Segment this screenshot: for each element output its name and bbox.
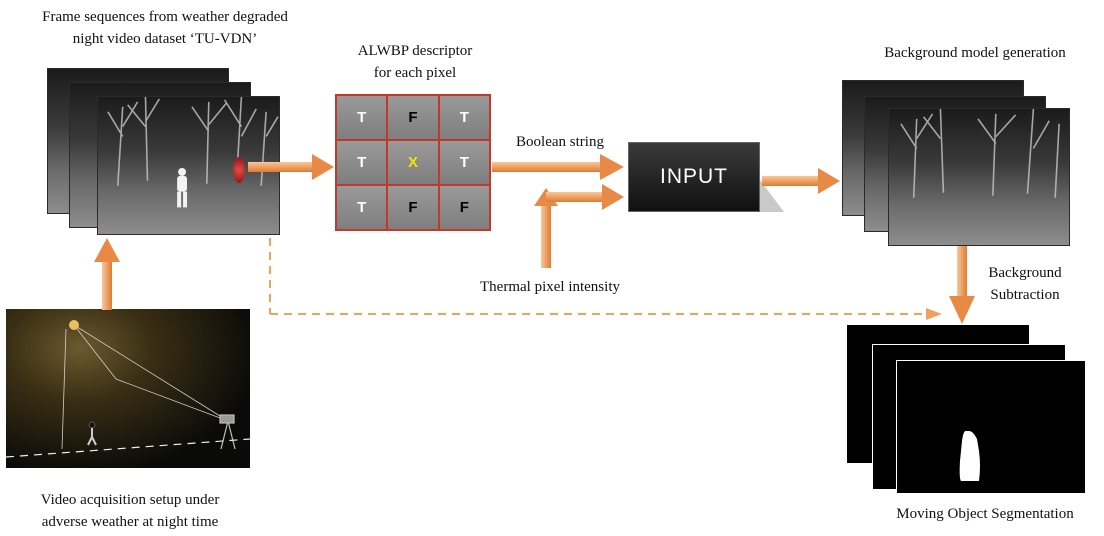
grid-cell-8: F [387, 185, 439, 230]
alwbp-title-line1: ALWBP descriptor [357, 43, 473, 59]
input-box: INPUT [628, 142, 760, 212]
grid-cell-center: X [387, 140, 439, 185]
background-subtraction-line1: Background [988, 265, 1062, 281]
alwbp-title-line2: for each pixel [373, 65, 457, 81]
pedestrian-figure [177, 167, 188, 208]
camera-tripod-icon [219, 414, 236, 450]
frames-title: Frame sequences from weather degraded ni… [0, 6, 330, 50]
background-subtraction-label: Background Subtraction [980, 262, 1070, 306]
arrow-frames-to-grid [248, 154, 334, 180]
arrow-setup-to-frames [94, 238, 120, 310]
grid-cell-4: T [336, 140, 388, 185]
alwbp-title: ALWBP descriptor for each pixel [340, 40, 490, 84]
arrow-thermal-to-input [534, 184, 624, 268]
video-setup-line2: adverse weather at night time [41, 514, 219, 530]
pixel-marker [233, 157, 245, 183]
grid-cell-6: T [438, 140, 490, 185]
background-frame-front [888, 108, 1070, 246]
grid-cell-7: T [336, 185, 388, 230]
video-setup-line1: Video acquisition setup under [40, 492, 220, 508]
grid-cell-3: T [438, 95, 490, 140]
arrow-grid-to-input [492, 154, 624, 180]
dashed-arrow-frames-to-segmentation [269, 238, 928, 315]
background-forest-scene [900, 109, 1060, 198]
segmented-object-silhouette [959, 431, 980, 481]
night-forest-scene [107, 97, 279, 208]
arrow-background-to-segmentation [949, 246, 975, 324]
background-subtraction-line2: Subtraction [990, 287, 1060, 303]
video-setup-label: Video acquisition setup under adverse we… [0, 489, 260, 533]
dashed-arrow-head [926, 308, 942, 320]
grid-cell-2: F [387, 95, 439, 140]
alwbp-grid: T F T T X T T F F [335, 94, 491, 231]
street-lamp-icon [69, 320, 79, 330]
arrow-input-to-background [762, 168, 840, 194]
setup-illustration [5, 320, 251, 458]
moving-object-label: Moving Object Segmentation [896, 506, 1074, 522]
walking-person-icon [87, 421, 97, 446]
segmentation-frame-front [896, 360, 1086, 494]
frames-title-line1: Frame sequences from weather degraded [42, 9, 288, 25]
boolean-string-label: Boolean string [516, 134, 604, 150]
thermal-intensity-label: Thermal pixel intensity [480, 279, 620, 295]
background-model-label: Background model generation [884, 45, 1066, 61]
grid-cell-9: F [438, 185, 490, 230]
video-setup-scene [5, 309, 251, 468]
frames-title-line2: night video dataset ‘TU-VDN’ [72, 31, 258, 47]
grid-cell-1: T [336, 95, 388, 140]
